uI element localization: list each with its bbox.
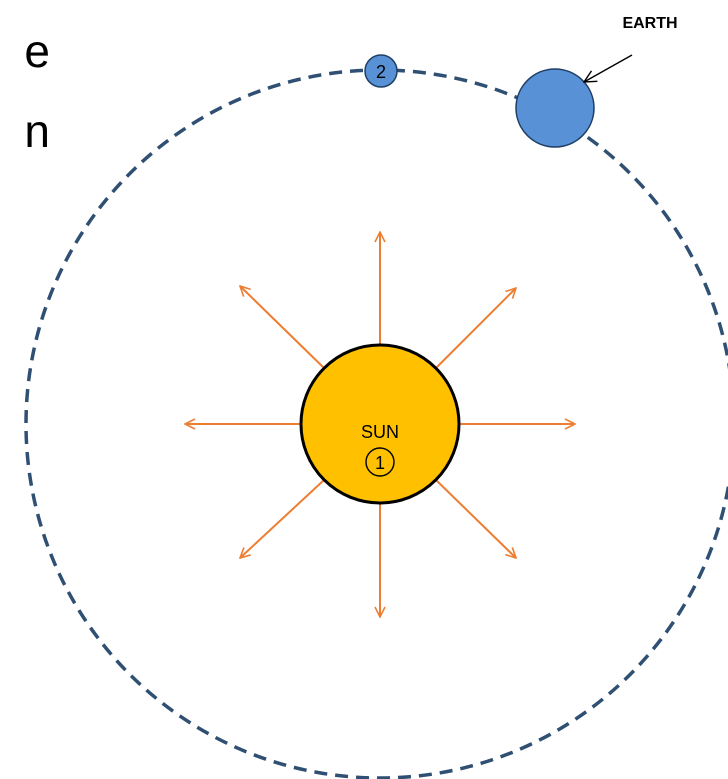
sun-marker-circle	[365, 447, 395, 477]
ray-upright-arrow	[435, 288, 516, 369]
planet-marker-icon	[364, 54, 398, 88]
cropped-text-top: e	[24, 25, 50, 77]
earth-icon	[515, 68, 595, 148]
sun-marker-number: 1	[375, 453, 385, 473]
planet-marker: 2	[364, 54, 398, 88]
ray-downleft-arrow	[240, 479, 325, 558]
planet-marker-number: 2	[376, 62, 386, 82]
earth-pointer-arrow	[584, 54, 633, 82]
cropped-text-bottom: n	[24, 105, 50, 157]
sun-label: SUN	[361, 422, 399, 442]
sun-rays	[185, 232, 575, 617]
ray-upleft-arrow	[240, 286, 325, 369]
sun: SUN 1	[299, 343, 461, 505]
earth: EARTH	[515, 15, 678, 148]
sun-icon	[299, 343, 461, 505]
ray-downright-arrow	[435, 479, 516, 558]
earth-label: EARTH	[622, 15, 677, 32]
